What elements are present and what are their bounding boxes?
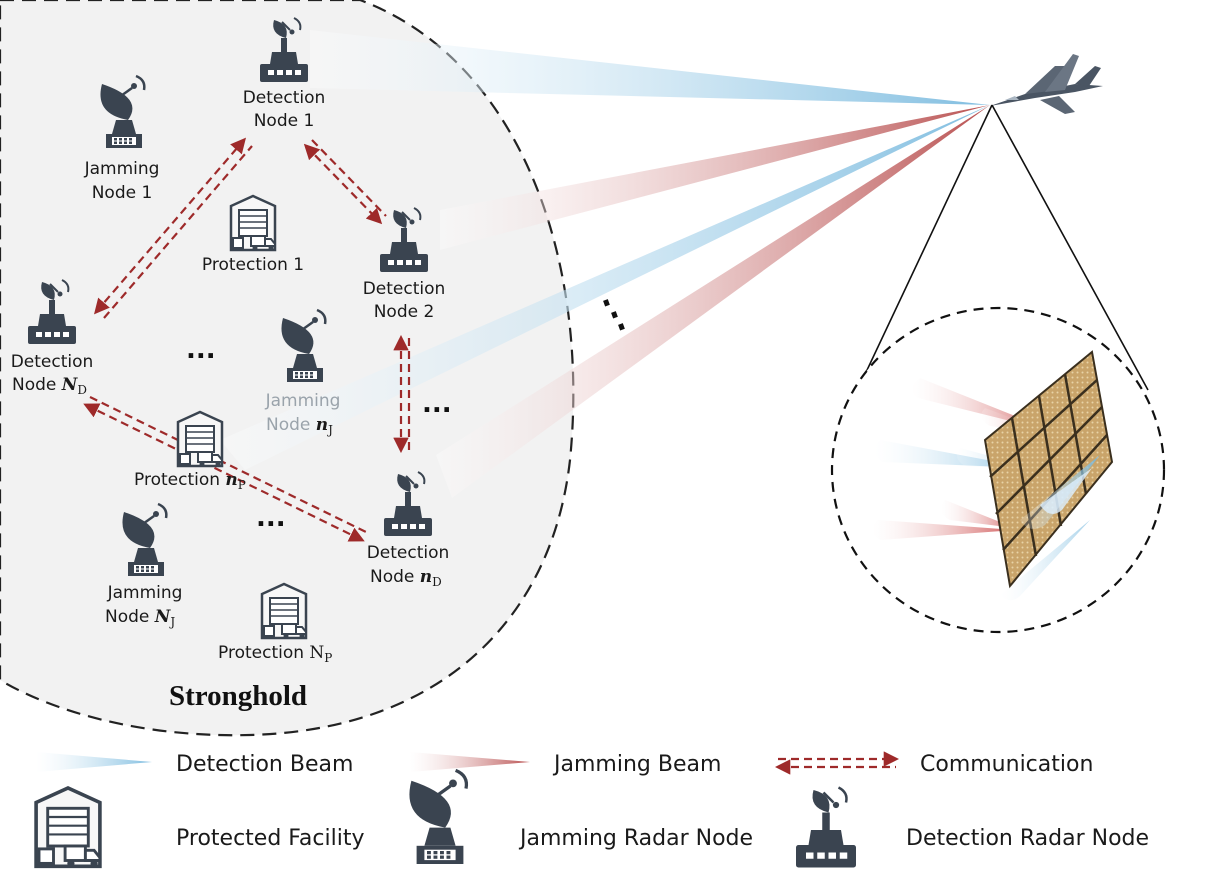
stronghold-label: Stronghold bbox=[169, 680, 307, 712]
legend-facility-icon bbox=[34, 786, 102, 869]
phased-array-inset bbox=[830, 306, 1166, 634]
beams bbox=[220, 30, 990, 498]
detection-node-2: Detection Node 2 bbox=[363, 207, 446, 322]
protection-np: Protection nP bbox=[134, 410, 246, 492]
jamming-node-1: Jamming Node 1 bbox=[84, 74, 160, 203]
legend-detection-beam-swatch bbox=[36, 752, 152, 772]
legend-protected-facility: Protected Facility bbox=[176, 826, 364, 851]
svg-text:Detection: Detection bbox=[11, 352, 94, 372]
detection-beam-np bbox=[220, 105, 990, 470]
svg-text:Node 2: Node 2 bbox=[374, 302, 435, 322]
jamming-node-NJ: Jamming Node NJ bbox=[105, 502, 183, 629]
svg-text:Node nD: Node nD bbox=[370, 567, 442, 589]
legend-detection-radar-icon bbox=[794, 786, 858, 869]
svg-text:Jamming: Jamming bbox=[265, 391, 341, 411]
ellipsis-nodes-right: ... bbox=[422, 389, 452, 419]
svg-text:Node NJ: Node NJ bbox=[105, 607, 175, 629]
detection-node-ND: Detection Node ND bbox=[11, 279, 94, 397]
detection-node-1: Detection Node 1 bbox=[243, 17, 326, 131]
legend-detection-beam: Detection Beam bbox=[176, 752, 353, 777]
legend-jamming-radar-node: Jamming Radar Node bbox=[518, 826, 753, 851]
svg-text:Jamming: Jamming bbox=[107, 583, 183, 603]
jamming-beam-2 bbox=[440, 105, 990, 250]
svg-text:Jamming: Jamming bbox=[84, 159, 160, 179]
detection-beam-1 bbox=[310, 30, 990, 105]
svg-text:Protection nP: Protection nP bbox=[134, 470, 246, 492]
protection-1: Protection 1 bbox=[202, 194, 304, 275]
svg-text:Protection 1: Protection 1 bbox=[202, 255, 304, 275]
legend-jamming-beam-swatch bbox=[410, 752, 530, 772]
svg-text:Node ND: Node ND bbox=[12, 375, 87, 397]
jamming-beam-nd bbox=[436, 105, 990, 498]
zoom-line-left bbox=[859, 104, 993, 386]
jamming-node-nj: Jamming Node nJ bbox=[265, 308, 341, 437]
legend-communication: Communication bbox=[920, 752, 1093, 777]
svg-text:Node 1: Node 1 bbox=[254, 111, 315, 131]
protection-NP: Protection NP bbox=[218, 582, 332, 665]
legend-communication-swatch bbox=[774, 751, 900, 775]
legend: Detection Beam Jamming Beam Communicatio… bbox=[34, 751, 1149, 869]
beam-ellipsis bbox=[603, 299, 625, 331]
fighter-jet-icon bbox=[990, 54, 1103, 114]
svg-text:Detection: Detection bbox=[243, 88, 326, 108]
zoom-line-right bbox=[991, 104, 1149, 391]
legend-detection-radar-node: Detection Radar Node bbox=[906, 826, 1149, 851]
svg-text:Node nJ: Node nJ bbox=[266, 415, 333, 437]
legend-jamming-beam: Jamming Beam bbox=[552, 752, 721, 777]
svg-text:Node 1: Node 1 bbox=[92, 183, 153, 203]
svg-text:Protection NP: Protection NP bbox=[218, 643, 332, 665]
svg-text:Detection: Detection bbox=[363, 279, 446, 299]
legend-jamming-radar-icon bbox=[407, 768, 469, 866]
ellipsis-nodes-bottom: ... bbox=[256, 503, 286, 533]
svg-text:Detection: Detection bbox=[367, 543, 450, 563]
ellipsis-nodes-left: ... bbox=[186, 335, 216, 365]
communication-links bbox=[83, 137, 411, 542]
detection-node-nd: Detection Node nD bbox=[367, 471, 450, 589]
